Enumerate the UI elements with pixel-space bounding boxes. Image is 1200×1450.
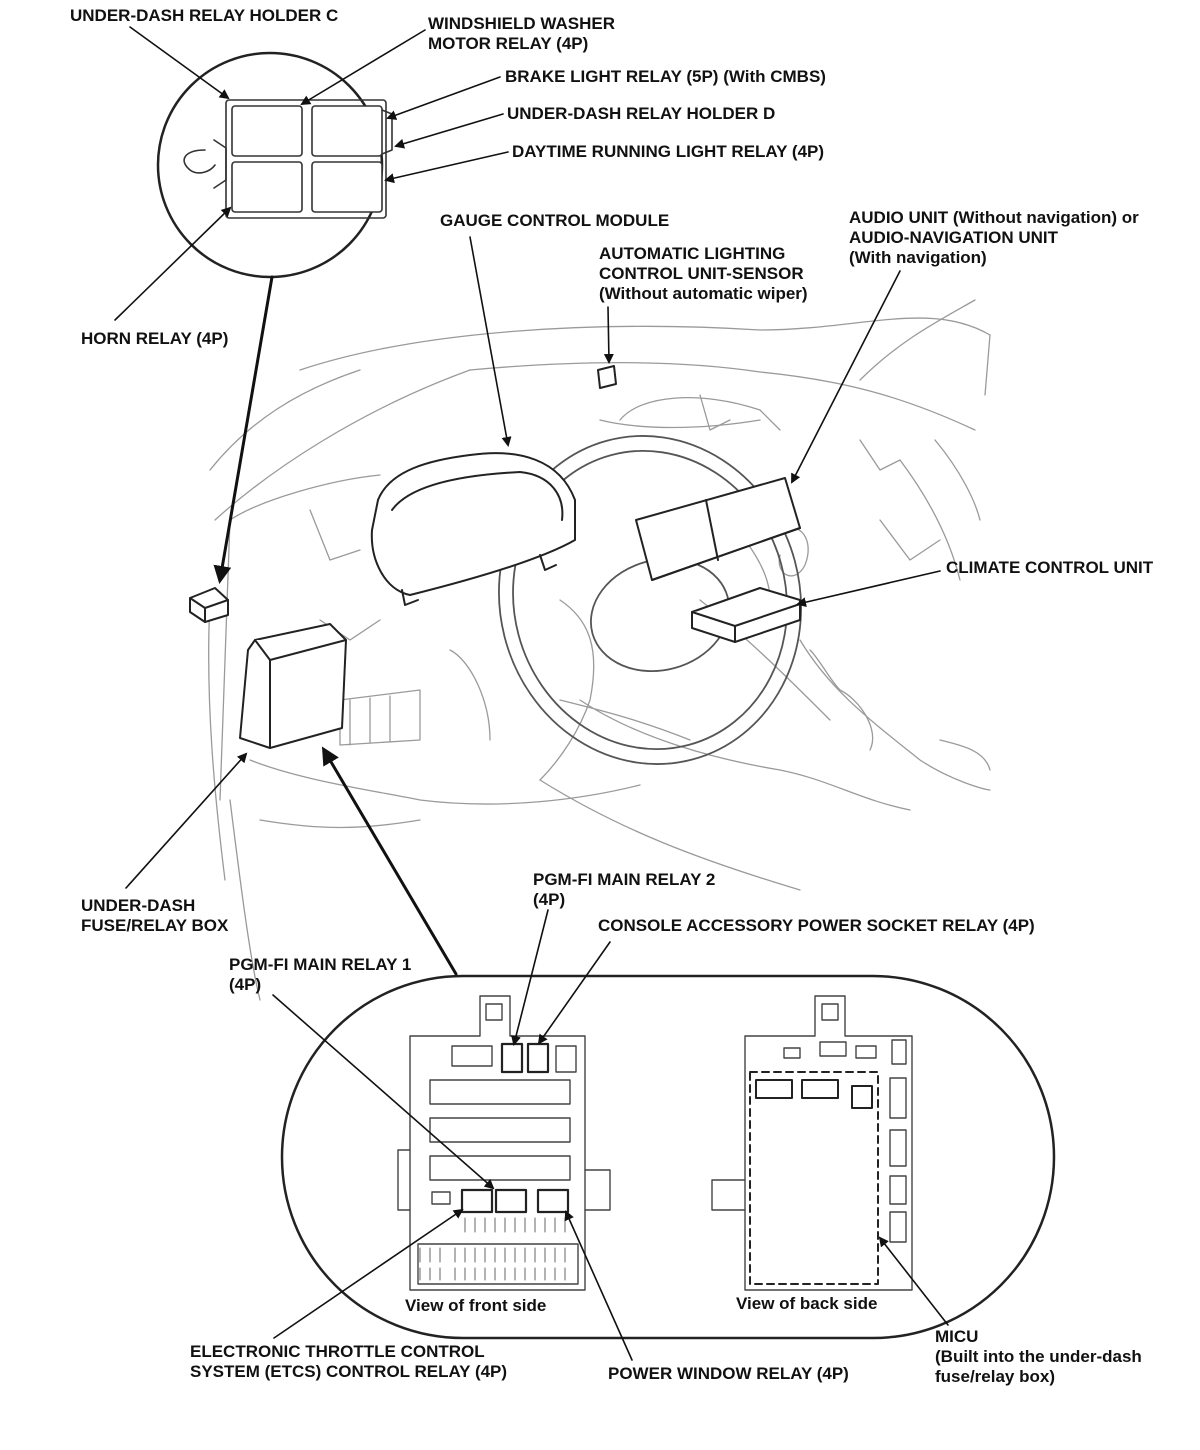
relay-holder-magnifier [156, 51, 393, 279]
label-line: FUSE/RELAY BOX [81, 916, 229, 935]
label-line: AUTOMATIC LIGHTING [599, 244, 786, 263]
label-line: GAUGE CONTROL MODULE [440, 211, 670, 230]
label-line: CLIMATE CONTROL UNIT [946, 558, 1154, 577]
label-view-back-side: View of back side [736, 1294, 877, 1314]
label-line: (Without automatic wiper) [599, 284, 808, 303]
label-lighting-sensor: AUTOMATIC LIGHTING CONTROL UNIT-SENSOR (… [599, 244, 808, 304]
label-gauge-control-module: GAUGE CONTROL MODULE [440, 211, 669, 231]
label-line: View of front side [405, 1296, 547, 1315]
label-line: HORN RELAY (4P) [81, 329, 229, 348]
label-line: AUDIO-NAVIGATION UNIT [849, 228, 1059, 247]
label-line: (Built into the under-dash [935, 1347, 1142, 1366]
label-line: PGM-FI MAIN RELAY 1 [229, 955, 412, 974]
steering-wheel [498, 435, 802, 765]
label-line: DAYTIME RUNNING LIGHT RELAY (4P) [512, 142, 825, 161]
label-drl-relay: DAYTIME RUNNING LIGHT RELAY (4P) [512, 142, 824, 162]
label-relay-holder-c: UNDER-DASH RELAY HOLDER C [70, 6, 338, 26]
label-power-window-relay: POWER WINDOW RELAY (4P) [608, 1364, 849, 1384]
label-line: SYSTEM (ETCS) CONTROL RELAY (4P) [190, 1362, 508, 1381]
leader-lines [114, 26, 949, 1361]
label-line: (4P) [533, 890, 566, 909]
label-brake-light-relay: BRAKE LIGHT RELAY (5P) (With CMBS) [505, 67, 826, 87]
label-fuse-relay-box: UNDER-DASH FUSE/RELAY BOX [81, 896, 228, 936]
label-line: View of back side [736, 1294, 878, 1313]
label-washer-relay: WINDSHIELD WASHER MOTOR RELAY (4P) [428, 14, 615, 54]
label-line: (4P) [229, 975, 262, 994]
label-line: CONTROL UNIT-SENSOR [599, 264, 804, 283]
label-line: (With navigation) [849, 248, 987, 267]
label-line: AUDIO UNIT (Without navigation) or [849, 208, 1139, 227]
label-line: CONSOLE ACCESSORY POWER SOCKET RELAY (4P… [598, 916, 1035, 935]
light-sensor-drawing [597, 365, 617, 389]
label-console-socket-relay: CONSOLE ACCESSORY POWER SOCKET RELAY (4P… [598, 916, 1035, 936]
label-line: ELECTRONIC THROTTLE CONTROL [190, 1342, 485, 1361]
relay-holder-drawing [189, 587, 229, 623]
label-line: BRAKE LIGHT RELAY (5P) (With CMBS) [505, 67, 826, 86]
label-line: fuse/relay box) [935, 1367, 1055, 1386]
label-line: PGM-FI MAIN RELAY 2 [533, 870, 716, 889]
label-line: WINDSHIELD WASHER [428, 14, 615, 33]
label-pgm-relay-2: PGM-FI MAIN RELAY 2 (4P) [533, 870, 715, 910]
fuse-box-drawing [239, 623, 347, 749]
gauge-cluster-drawing [370, 452, 576, 606]
callout-lines [213, 275, 458, 976]
audio-unit-drawing [635, 477, 801, 581]
label-etcs-relay: ELECTRONIC THROTTLE CONTROL SYSTEM (ETCS… [190, 1342, 507, 1382]
label-line: UNDER-DASH RELAY HOLDER C [70, 6, 339, 25]
label-line: MOTOR RELAY (4P) [428, 34, 589, 53]
label-line: MICU [935, 1327, 979, 1346]
fuse-box-magnifier [280, 974, 1056, 1340]
label-view-front-side: View of front side [405, 1296, 546, 1316]
label-pgm-relay-1: PGM-FI MAIN RELAY 1 (4P) [229, 955, 411, 995]
label-line: POWER WINDOW RELAY (4P) [608, 1364, 849, 1383]
label-horn-relay: HORN RELAY (4P) [81, 329, 228, 349]
label-line: UNDER-DASH RELAY HOLDER D [507, 104, 776, 123]
label-climate-control-unit: CLIMATE CONTROL UNIT [946, 558, 1153, 578]
label-micu: MICU (Built into the under-dash fuse/rel… [935, 1327, 1142, 1387]
fuse-grid [419, 1217, 566, 1281]
label-relay-holder-d: UNDER-DASH RELAY HOLDER D [507, 104, 775, 124]
label-line: UNDER-DASH [81, 896, 196, 915]
label-audio-unit: AUDIO UNIT (Without navigation) or AUDIO… [849, 208, 1139, 268]
climate-unit-drawing [691, 587, 801, 643]
